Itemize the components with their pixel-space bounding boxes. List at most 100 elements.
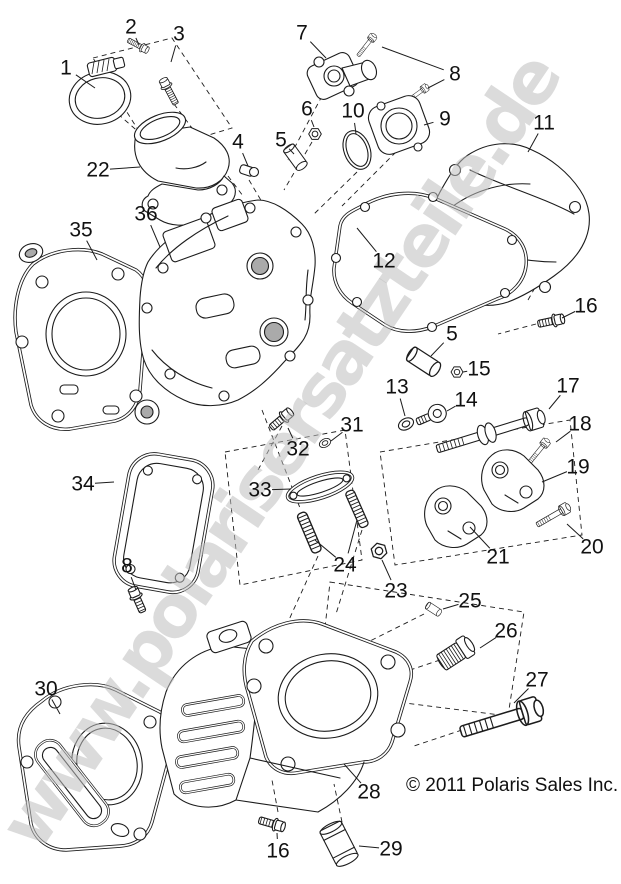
dowel-pin-5b [404,344,444,379]
thermostat-housing-7 [306,52,378,100]
washer-13 [395,414,417,434]
leader-30 [51,699,61,715]
bolt-27 [456,694,548,745]
valve-cover-gasket-12 [330,191,529,333]
leader-6 [310,120,315,128]
leader-12 [356,227,377,253]
callout-16: 16 [266,840,289,863]
callout-2: 2 [125,16,137,39]
nut-6 [308,128,322,140]
leader-35 [86,240,98,261]
callout-27: 27 [525,669,548,692]
stud-24a [295,510,323,555]
callout-1: 1 [60,57,72,80]
leader-11 [527,133,539,153]
screw-3 [156,75,182,108]
leader-19 [541,471,568,483]
callout-25: 25 [458,590,481,613]
leader-29 [358,845,380,849]
leader-17 [548,394,561,410]
copyright: © 2011 Polaris Sales Inc. [406,775,618,796]
leader-31 [330,431,343,442]
callout-18: 18 [568,413,591,436]
leader-28 [343,763,362,784]
callout-35: 35 [69,219,92,242]
dowel-25 [424,601,444,618]
leader-36 [150,224,161,248]
side-cover-gasket-34 [112,452,215,595]
leader-20 [566,523,584,540]
callout-10: 10 [341,100,364,123]
leader-2 [135,37,140,46]
leader-32 [287,427,294,439]
nut-23 [368,541,390,561]
callout-34: 34 [71,473,95,496]
callout-5: 5 [446,323,458,346]
callout-7: 7 [296,22,308,45]
fitting-26 [433,633,479,674]
callout-4: 4 [232,131,244,154]
bolt-2 [125,35,151,56]
leader-33 [271,488,292,491]
callout-29: 29 [379,838,402,861]
rocker-arm-21 [424,485,488,549]
callout-19: 19 [566,456,589,479]
cylinder-28 [159,619,414,813]
nut-15 [450,366,464,378]
leader-23 [381,559,392,581]
leader-3 [170,45,177,63]
leader-21 [469,526,491,549]
leader-8 [130,577,137,591]
leader-34 [94,481,115,484]
fitting-4 [239,164,260,178]
leader-5 [288,148,295,155]
callout-21: 21 [486,546,509,569]
callout-16: 16 [574,295,597,318]
screw-16-upper [536,311,567,331]
callout-22: 22 [86,159,109,182]
base-gasket-30 [16,682,177,852]
bolt-8-upper [354,31,379,59]
screw-16-lower [256,813,288,835]
leader-8 [427,79,445,89]
bolt-20 [533,500,573,531]
leader-1 [75,74,96,89]
leader-15 [462,370,468,373]
leader-24 [314,539,337,558]
callout-30: 30 [34,678,57,701]
callout-17: 17 [556,375,579,398]
callout-36: 36 [134,203,157,226]
head-gasket-35 [13,243,160,431]
cam-shim-33 [285,470,355,504]
callout-13: 13 [385,376,408,399]
leader-24 [347,519,358,554]
leader-5 [430,342,445,357]
leader-8 [381,46,444,71]
callout-8: 8 [449,63,461,86]
cylinder-head-36 [138,198,316,407]
leader-4 [242,152,249,167]
callout-6: 6 [301,98,313,121]
callout-24: 24 [333,554,357,577]
callout-5: 5 [275,129,287,152]
leader-16 [561,310,576,319]
hose-clamp-1 [68,56,132,125]
callout-15: 15 [467,358,490,381]
callout-20: 20 [580,536,603,559]
callout-9: 9 [439,108,451,131]
callout-8: 8 [121,555,133,578]
leader-lines [51,37,584,849]
callout-23: 23 [384,580,407,603]
callout-12: 12 [372,250,395,273]
leader-7 [309,41,327,59]
leader-26 [479,637,497,649]
oring-10 [342,130,372,170]
leader-10 [354,122,357,135]
leader-25 [442,603,459,610]
callout-28: 28 [357,781,380,804]
leader-14 [446,405,456,412]
leader-22 [109,166,141,170]
bolt-14 [412,401,450,431]
